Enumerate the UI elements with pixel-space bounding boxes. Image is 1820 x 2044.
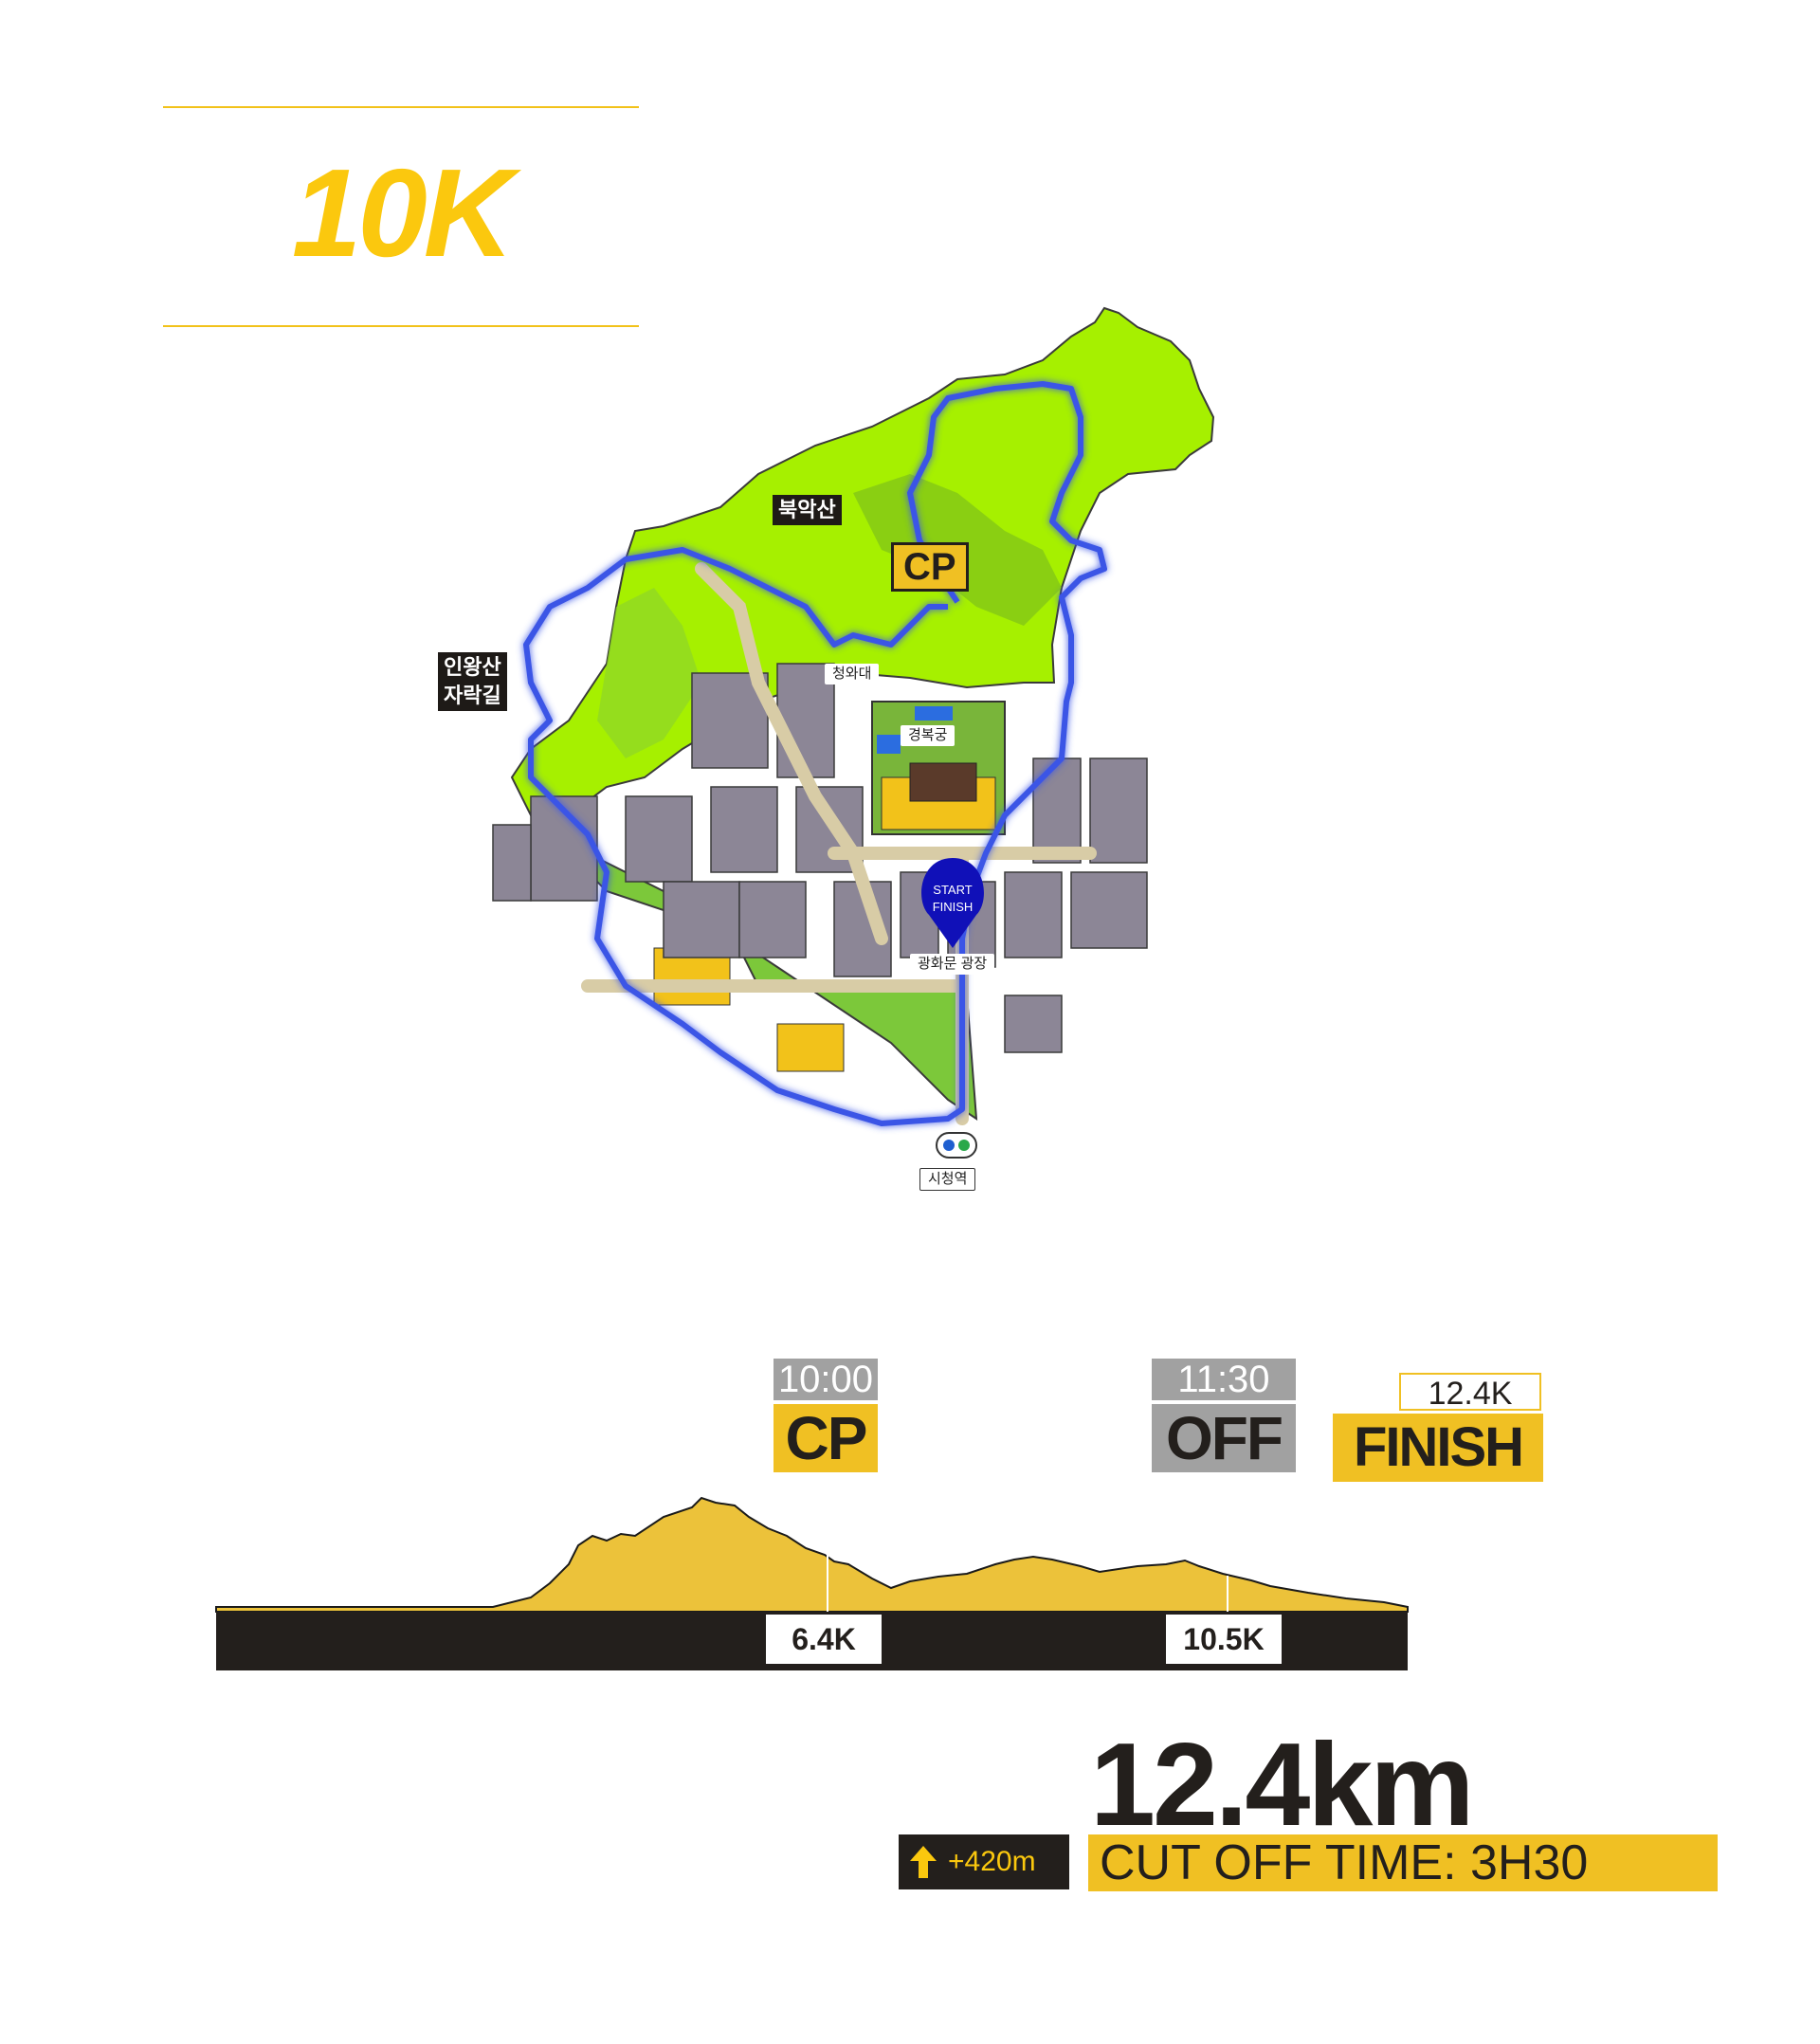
elevation-fill [215,1496,1409,1613]
off-time: 11:30 [1152,1359,1296,1400]
label-cheongwadae: 청와대 [825,664,880,684]
arrow-up-icon [910,1846,937,1878]
finish-distance: 12.4K [1399,1373,1541,1412]
label-gyeongbokgung: 경복궁 [901,725,956,746]
title-rule-bottom [163,325,639,327]
race-title: 10K [291,143,514,283]
title-rule-top [163,106,639,108]
cp-label: CP [774,1404,878,1472]
park-yellow [776,1023,845,1072]
mountain-shadow-2 [597,588,701,758]
pond-2 [877,735,901,754]
cutoff-time: CUT OFF TIME: 3H30 [1088,1834,1718,1891]
label-inwangsan-1: 인왕산 [438,652,507,683]
map-cp-badge: CP [891,542,969,592]
pond [915,706,953,721]
finish-label: FINISH [1333,1414,1543,1482]
total-distance: 12.4km [1090,1720,1475,1851]
start-finish-pin [921,858,984,948]
cp-time: 10:00 [774,1359,878,1400]
label-inwangsan-2: 자락길 [438,681,507,711]
pin-line1: START [933,883,972,897]
subway-icon [936,1132,977,1159]
cp-distance: 6.4K [766,1615,882,1664]
elevation-gain: +420m [948,1846,1036,1877]
route-line [523,381,1107,1126]
off-distance: 10.5K [1166,1615,1282,1664]
course-map: START FINISH [492,306,1215,1159]
off-label: OFF [1152,1404,1296,1472]
palace-building [909,762,977,802]
elevation-gain-box: +420m [899,1834,1069,1889]
pin-line2: FINISH [933,900,974,914]
label-bukaksan: 북악산 [773,495,842,525]
label-city-hall: 시청역 [919,1168,976,1191]
label-gwanghwamun: 광화문 광장 [910,954,995,975]
